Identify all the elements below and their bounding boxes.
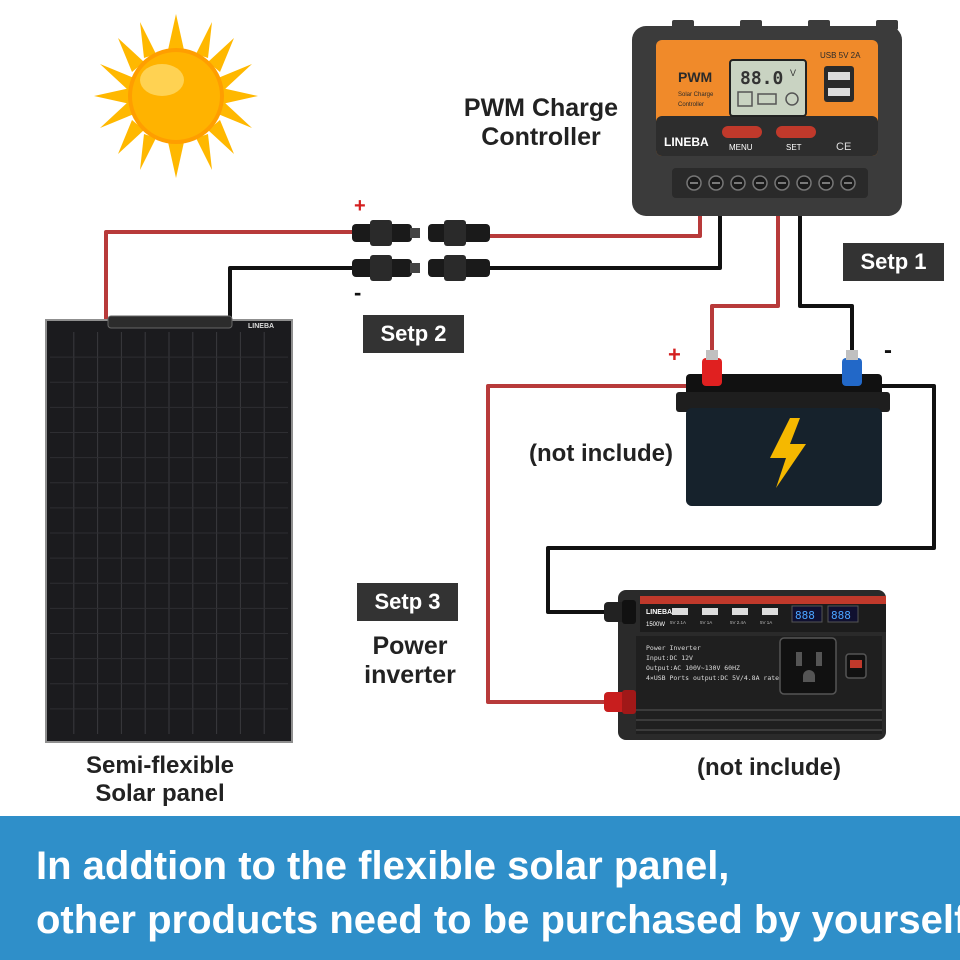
controller-title-line-2: Controller xyxy=(481,122,601,151)
inverter-display-left: 888 xyxy=(795,609,815,622)
connector-minus-sign: - xyxy=(354,280,361,305)
usb-port-icon xyxy=(824,66,854,102)
inverter-not-included-note: (not include) xyxy=(697,754,841,781)
bottom-banner: In addtion to the flexible solar panel, … xyxy=(0,816,960,960)
panel-title: Semi-flexible Solar panel xyxy=(60,752,260,807)
panel-cell-grid xyxy=(50,332,288,734)
banner-line-1: In addtion to the flexible solar panel, xyxy=(36,844,730,888)
solar-panel: LINEBA xyxy=(45,315,293,743)
inverter-usb-ports: 5V 2.1A 5V 1A 5V 2.4A 5V 1A xyxy=(670,608,778,625)
controller-ce-mark: CE xyxy=(836,141,851,153)
controller-lcd-unit: V xyxy=(790,68,796,78)
power-switch-icon[interactable] xyxy=(845,653,867,679)
inverter-usb-port-icon xyxy=(672,608,688,615)
battery-minus-sign: - xyxy=(884,337,892,364)
lightning-icon xyxy=(770,418,806,488)
inverter-power: 1500W xyxy=(646,622,665,628)
controller-subtitle-2: Controller xyxy=(678,102,704,108)
mc4-connector-positive-female xyxy=(428,220,490,246)
step-1-badge: Setp 1 xyxy=(843,243,944,281)
inverter-usb-label: 5V 1A xyxy=(760,620,772,625)
controller-subtitle-1: Solar Charge xyxy=(678,92,714,98)
panel-title-line-2: Solar panel xyxy=(95,779,225,807)
battery-not-included-note: (not include) xyxy=(529,440,673,467)
controller-usb-label: USB 5V 2A xyxy=(820,51,861,60)
inverter-negative-terminal xyxy=(604,600,636,624)
controller-battery-negative-wire xyxy=(798,188,854,362)
inverter-usb-port-icon xyxy=(762,608,778,615)
controller-set-label: SET xyxy=(786,143,802,152)
battery-positive-terminal xyxy=(702,350,722,386)
panel-positive-wire xyxy=(104,230,355,322)
step-2-badge: Setp 2 xyxy=(363,315,464,353)
mc4-connector-positive-male xyxy=(352,220,420,246)
inverter-spec-line: Input:DC 12V xyxy=(646,654,693,662)
mc4-connector-negative-male xyxy=(352,255,420,281)
panel-title-line-1: Semi-flexible xyxy=(85,752,235,779)
inverter-positive-terminal xyxy=(604,690,636,714)
panel-junction-box xyxy=(107,315,233,329)
sun-icon xyxy=(94,14,258,178)
inverter-usb-port-icon xyxy=(702,608,718,615)
power-inverter: LINEBA 1500W 5V 2.1A 5V 1A 5V 2.4A 5V 1A 88… xyxy=(604,590,886,740)
controller-set-button[interactable] xyxy=(776,126,816,138)
mc4-connector-negative-female xyxy=(428,255,490,281)
controller-lcd-value: 88.0 xyxy=(740,68,783,89)
controller-title-line-1: PWM Charge xyxy=(463,94,619,122)
banner-line-2: other products need to be purchased by y… xyxy=(36,898,960,942)
controller-menu-button[interactable] xyxy=(722,126,762,138)
inverter-usb-label: 5V 2.4A xyxy=(730,620,746,625)
inverter-usb-port-icon xyxy=(732,608,748,615)
controller-model: PWM xyxy=(678,69,712,85)
inverter-spec-line: Output:AC 100V~130V 60HZ xyxy=(646,664,740,672)
controller-terminals xyxy=(672,168,868,198)
connector-plus-sign: + xyxy=(354,195,366,217)
controller-lcd-icons xyxy=(737,91,799,107)
inverter-positive-wire xyxy=(486,384,686,704)
controller-battery-positive-wire xyxy=(710,188,780,362)
inverter-title-line-2: inverter xyxy=(364,660,456,689)
inverter-fins xyxy=(636,709,882,731)
inverter-displays: 888 888 xyxy=(791,605,859,623)
inverter-title-line-1: Power xyxy=(372,632,448,660)
battery-plus-sign: + xyxy=(668,342,681,367)
inverter-spec-line: 4×USB Ports output:DC 5V/4.8A rated xyxy=(646,674,783,682)
battery-negative-terminal xyxy=(842,350,862,386)
charge-controller: PWM Solar Charge Controller 88.0 V USB 5… xyxy=(632,20,902,216)
battery: + - xyxy=(668,337,892,506)
panel-brand: LINEBA xyxy=(248,323,274,330)
panel-negative-wire xyxy=(228,266,355,322)
inverter-usb-label: 5V 2.1A xyxy=(670,620,686,625)
inverter-brand: LINEBA xyxy=(646,609,672,616)
inverter-usb-label: 5V 1A xyxy=(700,620,712,625)
ac-outlet-icon[interactable] xyxy=(779,637,837,695)
inverter-title: Power inverter xyxy=(346,632,474,690)
inverter-display-right: 888 xyxy=(831,609,851,622)
controller-title: PWM Charge Controller xyxy=(456,94,626,152)
inverter-spec-line: Power Inverter xyxy=(646,644,701,652)
mc4-connectors: + - xyxy=(352,195,490,305)
controller-menu-label: MENU xyxy=(729,143,753,152)
controller-brand: LINEBA xyxy=(664,135,709,149)
step-3-badge: Setp 3 xyxy=(357,583,458,621)
inverter-negative-wire xyxy=(546,384,936,614)
inverter-spec-text: Power Inverter Input:DC 12V Output:AC 10… xyxy=(646,644,783,682)
